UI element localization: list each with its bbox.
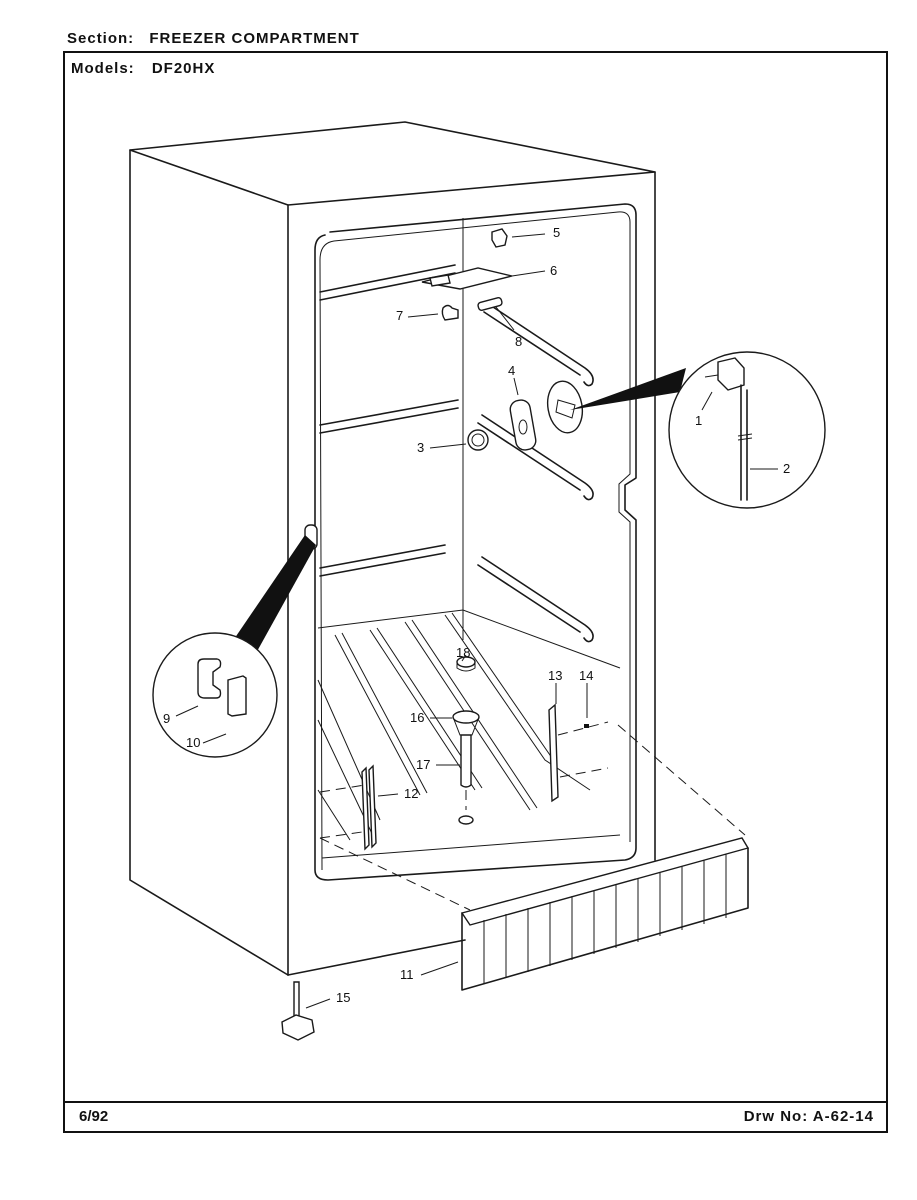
callout-6: 6 [511, 263, 557, 278]
section-label: Section: [67, 30, 135, 47]
grille-alignment-line-right [617, 724, 746, 836]
drawing-frame: Models: DF20HX 6/92 Drw No: A-62-14 [63, 51, 888, 1133]
cabinet-left-side [129, 149, 289, 976]
callout-18: 18 [456, 645, 470, 662]
part-12-left-shelf-support [319, 764, 377, 851]
callout-16: 16 [410, 710, 452, 725]
left-rail-2 [319, 399, 459, 434]
callout-4: 4 [508, 363, 519, 396]
callout-number: 6 [550, 263, 557, 278]
part-15-leveling-leg [281, 981, 315, 1041]
callout-number: 9 [163, 711, 170, 726]
part-17-drain-tube [458, 734, 474, 825]
callout-7: 7 [396, 308, 439, 323]
callout-8: 8 [495, 306, 522, 349]
detail-circle-door-stop [152, 632, 278, 758]
drain-hole [458, 815, 474, 825]
shelf-rails-right [477, 304, 594, 643]
callout-number: 4 [508, 363, 515, 378]
right-rail-1 [483, 304, 594, 387]
callout-2: 2 [750, 461, 790, 476]
cabinet-shell [129, 121, 656, 976]
callout-number: 11 [400, 967, 414, 982]
liner-floor-front [321, 834, 621, 859]
grille-alignment-line-left [319, 837, 471, 911]
callout-number: 2 [783, 461, 790, 476]
callout-number: 18 [456, 645, 470, 660]
part-3-knob [467, 429, 489, 451]
callout-number: 7 [396, 308, 403, 323]
detail-leader-door-stop [228, 535, 316, 655]
liner-inner-edge [319, 211, 631, 871]
section-title: Section: FREEZER COMPARTMENT [67, 30, 360, 47]
right-rail-3 [477, 556, 594, 643]
callout-9: 9 [163, 705, 199, 726]
callout-number: 10 [186, 735, 200, 750]
right-rail-2 [477, 414, 594, 501]
callout-3: 3 [417, 440, 467, 455]
callout-number: 5 [553, 225, 560, 240]
callout-14: 14 [579, 668, 593, 718]
rib-4 [444, 612, 591, 791]
left-rail-3 [319, 544, 446, 577]
callout-number: 1 [695, 413, 702, 428]
part-13-right-shelf-support [548, 703, 609, 803]
drawing-number: Drw No: A-62-14 [743, 1108, 874, 1125]
callout-number: 13 [548, 668, 562, 683]
callout-number: 8 [515, 334, 522, 349]
shelf-rails-left [319, 264, 459, 577]
callouts: 1 2 3 4 5 6 7 8 9 10 11 12 13 14 15 16 1… [163, 225, 790, 1009]
thermostat-mount [546, 380, 584, 434]
part-8-switch [477, 297, 503, 311]
callout-number: 3 [417, 440, 424, 455]
cabinet-bottom-edge [287, 939, 466, 976]
callout-15: 15 [305, 990, 350, 1009]
callout-17: 17 [416, 757, 460, 772]
detail-circle-thermostat [668, 351, 826, 509]
liner-floor-edge [317, 609, 621, 669]
callout-number: 16 [410, 710, 424, 725]
grille-bars [483, 854, 727, 984]
models-value: DF20HX [151, 60, 216, 77]
callout-13: 13 [548, 668, 562, 704]
models-label: Models: [71, 60, 135, 77]
revision-date: 6/92 [79, 1108, 109, 1125]
callout-11: 11 [400, 961, 459, 982]
section-value: FREEZER COMPARTMENT [149, 30, 360, 47]
rib-1 [334, 632, 428, 796]
callout-number: 14 [579, 668, 593, 683]
part-5-light-socket [491, 228, 508, 248]
cabinet-top [129, 121, 656, 206]
part-14-screw [584, 724, 589, 728]
part-6-light-bracket [421, 267, 513, 290]
callout-5: 5 [511, 225, 560, 240]
inner-liner [314, 203, 637, 881]
callout-10: 10 [186, 733, 227, 750]
part-11-toe-grille [460, 837, 750, 991]
part-18-drain-plug [456, 656, 476, 672]
footer-bar: 6/92 Drw No: A-62-14 [65, 1101, 886, 1131]
detail-leader-thermostat [570, 368, 686, 410]
callout-12: 12 [377, 786, 418, 801]
part-4-bezel [509, 399, 537, 451]
callout-number: 17 [416, 757, 430, 772]
models-line: Models: DF20HX [71, 60, 215, 77]
part-7-bulb-cover [441, 304, 459, 321]
liner-outline [314, 203, 637, 881]
callout-number: 15 [336, 990, 350, 1005]
part-16-drain-fitting [452, 710, 480, 736]
callout-1: 1 [695, 391, 713, 428]
callout-number: 12 [404, 786, 418, 801]
